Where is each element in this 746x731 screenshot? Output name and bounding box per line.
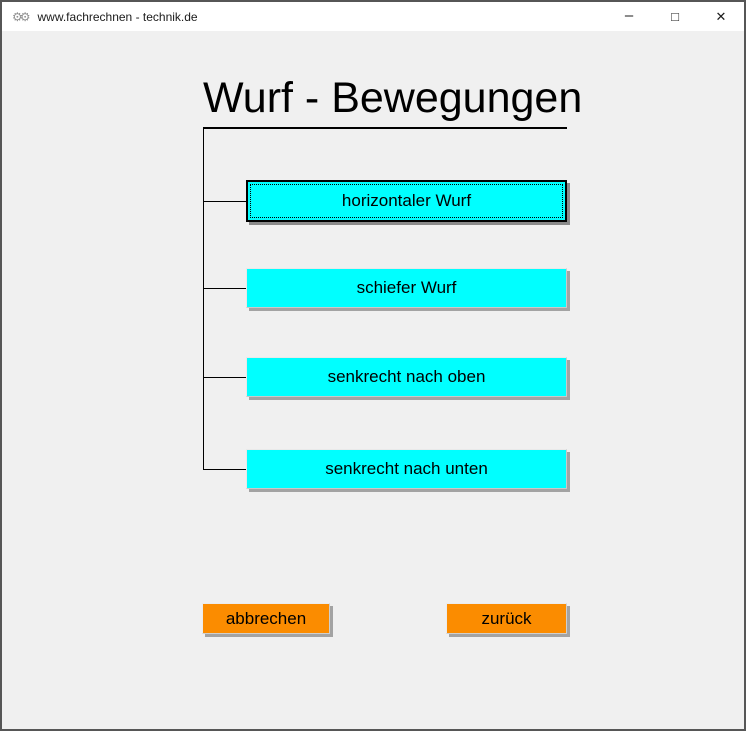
window-title: www.fachrechnen - technik.de [37, 9, 198, 24]
button-senkrecht-nach-oben[interactable]: senkrecht nach oben [246, 357, 567, 397]
tree-connector-line [203, 469, 246, 470]
back-button[interactable]: zurück [446, 603, 567, 634]
tree-vertical-line [203, 128, 204, 469]
titlebar: ⚙⚙ www.fachrechnen - technik.de – □ ✕ [2, 2, 744, 31]
tree-connector-line [203, 377, 246, 378]
cancel-button[interactable]: abbrechen [202, 603, 330, 634]
button-horizontaler-wurf[interactable]: horizontaler Wurf [246, 180, 567, 222]
button-senkrecht-nach-unten[interactable]: senkrecht nach unten [246, 449, 567, 489]
window-controls: – □ ✕ [606, 2, 744, 31]
button-schiefer-wurf[interactable]: schiefer Wurf [246, 268, 567, 308]
tree-connector-line [203, 288, 246, 289]
minimize-icon[interactable]: – [624, 6, 634, 24]
page-title: Wurf - Bewegungen [203, 74, 583, 122]
close-icon[interactable]: ✕ [715, 8, 727, 24]
heading-underline [203, 127, 567, 129]
app-gears-icon: ⚙⚙ [12, 9, 30, 24]
maximize-icon[interactable]: □ [671, 9, 679, 24]
tree-connector-line [203, 201, 246, 202]
main-content: Wurf - Bewegungen horizontaler Wurf schi… [2, 31, 744, 729]
